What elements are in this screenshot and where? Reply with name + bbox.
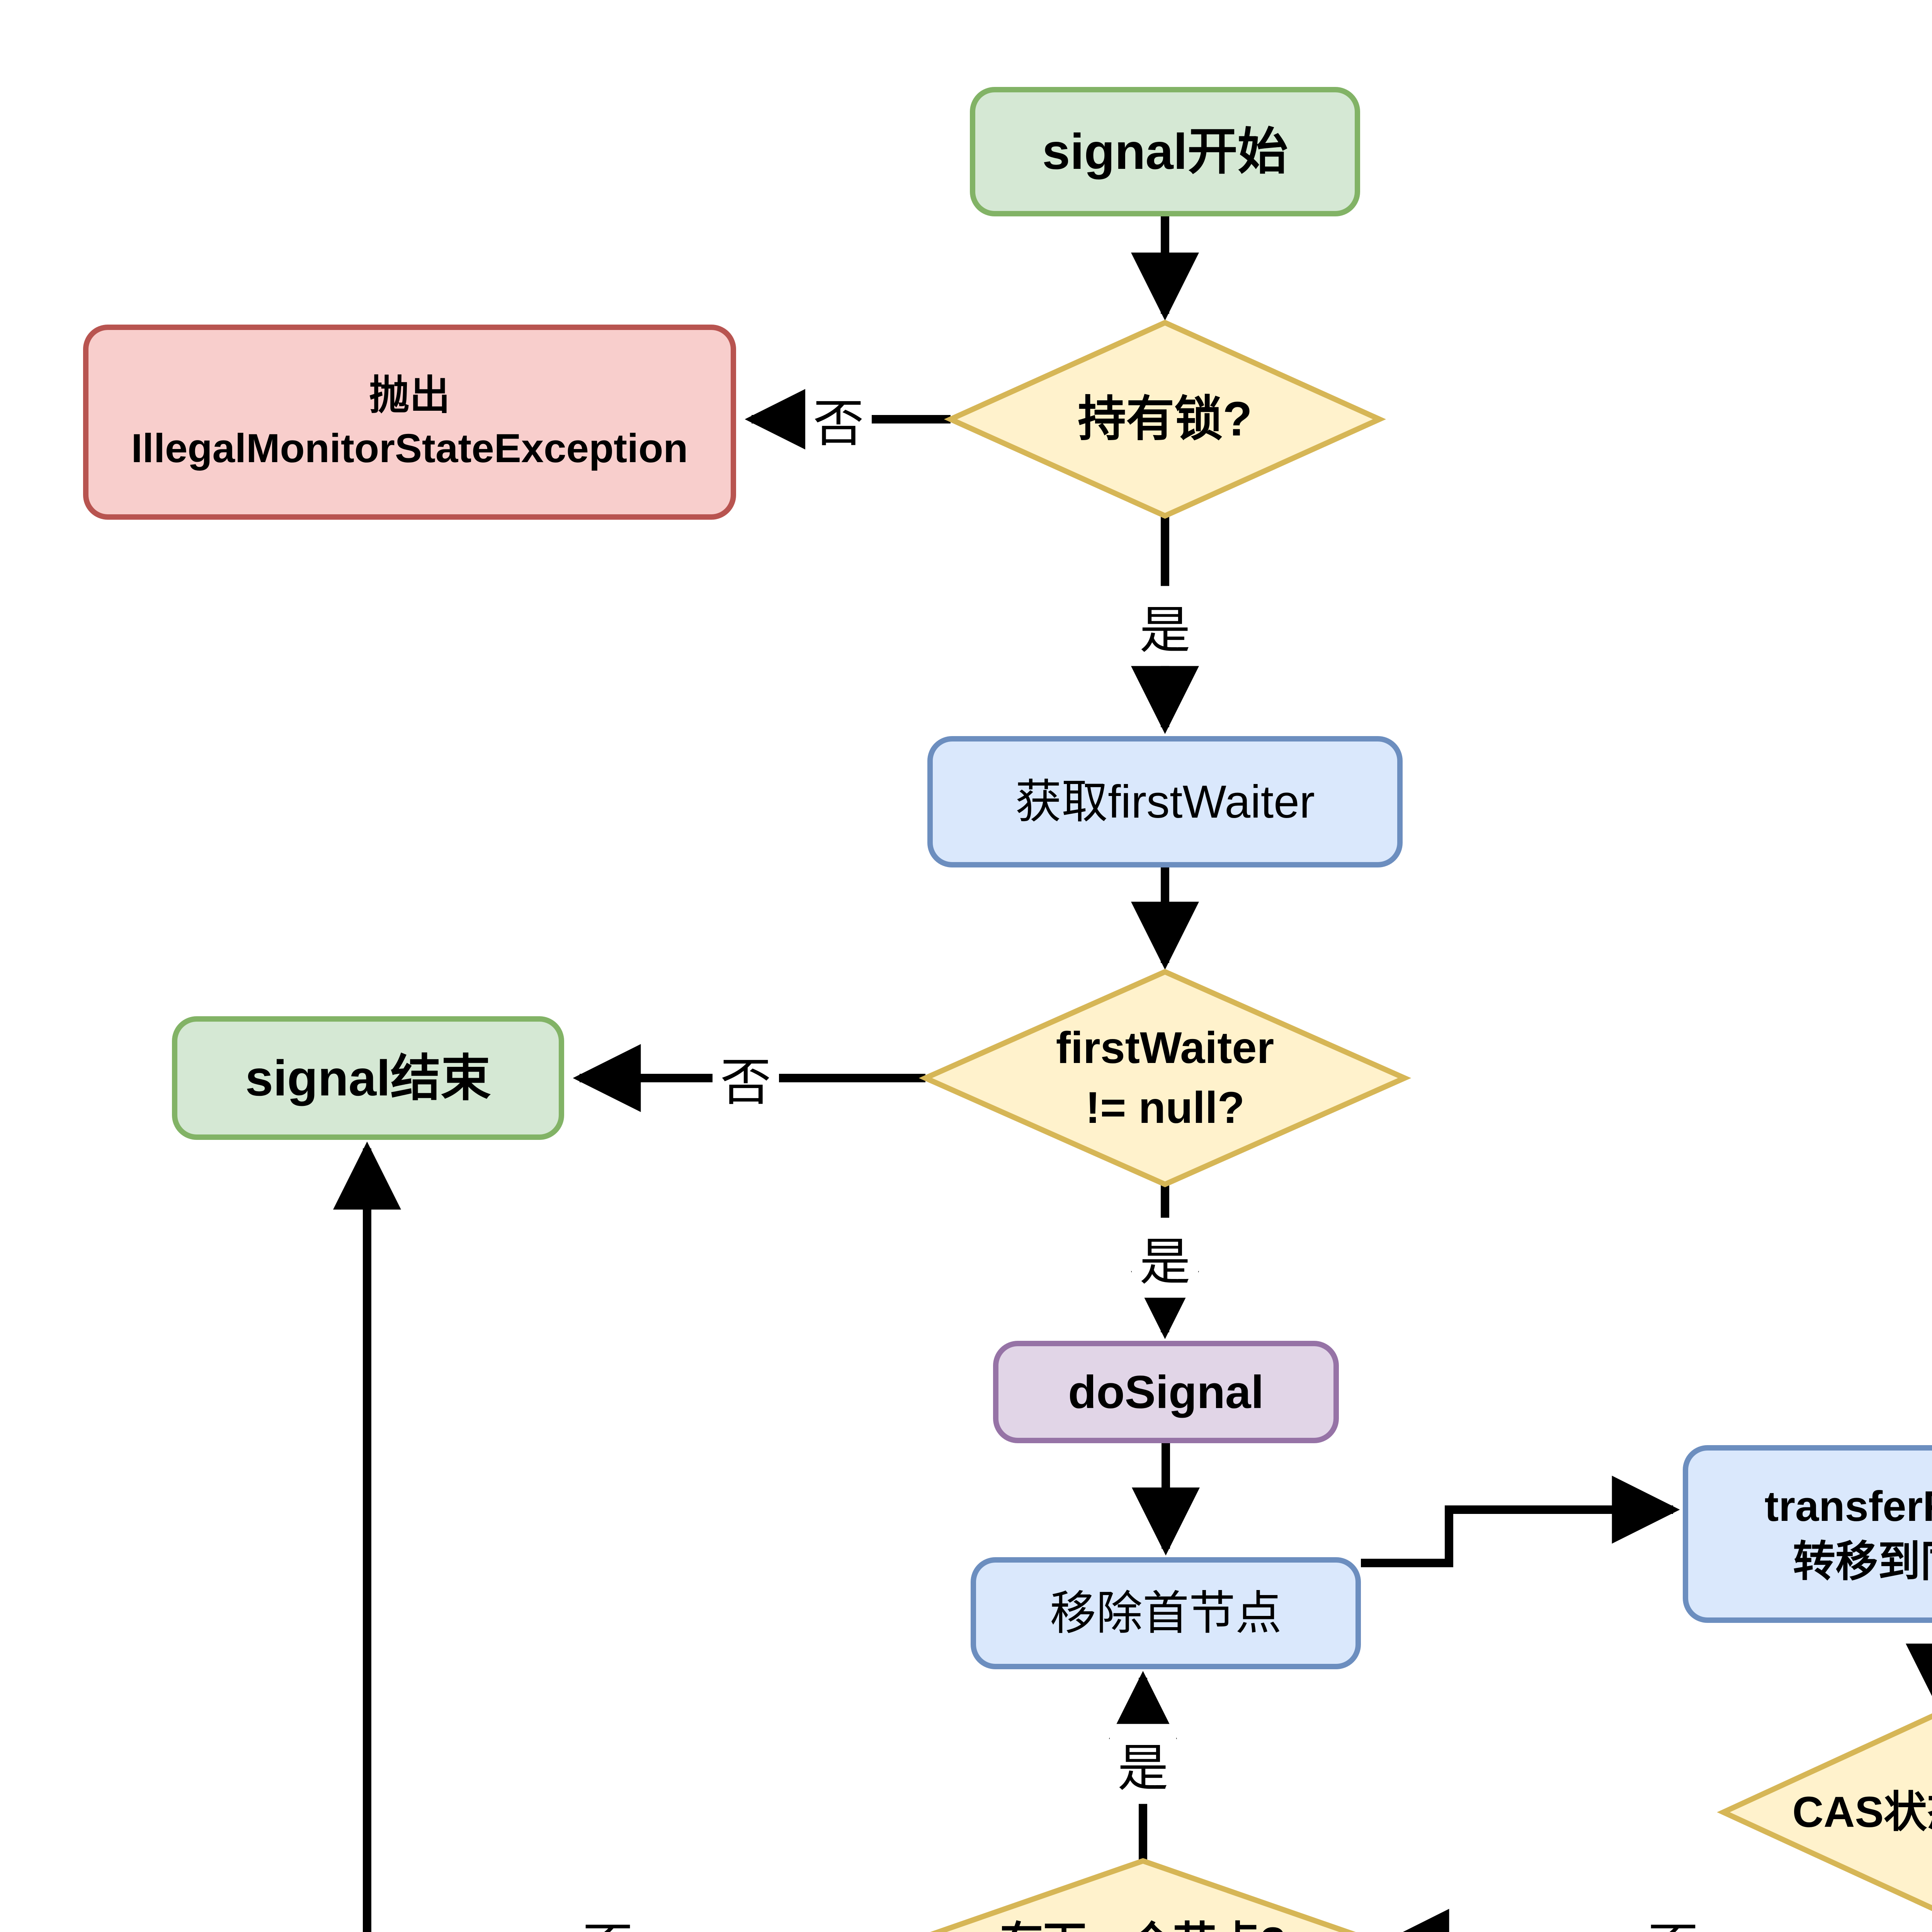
node-do-signal: doSignal: [993, 1341, 1339, 1443]
decision-hold-lock-shape: [944, 320, 1386, 519]
edge-label-cas-no: 否: [1640, 1903, 1706, 1932]
node-signal-start: signal开始: [970, 87, 1360, 216]
node-signal-end-label: signal结束: [245, 1049, 491, 1106]
decision-first-waiter-not-null-shape: [918, 969, 1412, 1187]
edge-label-has-next-no: 否: [575, 1903, 641, 1932]
edge-label-has-next-yes: 是: [1110, 1724, 1176, 1804]
node-transfer-for-signal: transferForSignal 转移到同步队列: [1683, 1445, 1932, 1623]
edge-label-hold-lock-yes: 是: [1132, 586, 1198, 666]
edge-label-first-waiter-yes: 是: [1132, 1218, 1198, 1298]
node-signal-end: signal结束: [172, 1016, 564, 1140]
node-get-first-waiter-label: 获取firstWaiter: [1015, 776, 1315, 828]
decision-has-next-shape: [930, 1858, 1356, 1932]
node-throw-exception-line2: IllegalMonitorStateException: [131, 425, 688, 471]
node-do-signal-label: doSignal: [1068, 1366, 1264, 1418]
decision-cas-success-shape: [1717, 1713, 1932, 1911]
node-throw-exception-line1: 抛出: [369, 373, 450, 418]
edge-label-hold-lock-no: 否: [805, 379, 872, 459]
node-get-first-waiter: 获取firstWaiter: [927, 736, 1403, 867]
node-transfer-for-signal-line2: 转移到同步队列: [1793, 1538, 1932, 1585]
node-throw-exception: 抛出 IllegalMonitorStateException: [83, 325, 736, 520]
node-transfer-for-signal-line1: transferForSignal: [1764, 1483, 1932, 1530]
node-signal-start-label: signal开始: [1042, 123, 1288, 180]
node-remove-head: 移除首节点: [971, 1557, 1361, 1669]
edge-remove-head-to-transfer: [1361, 1476, 1680, 1567]
edge-label-first-waiter-no: 否: [713, 1038, 779, 1118]
edge-enq-feedback-to-signal-end: [333, 1141, 401, 1932]
node-remove-head-label: 移除首节点: [1050, 1587, 1282, 1639]
